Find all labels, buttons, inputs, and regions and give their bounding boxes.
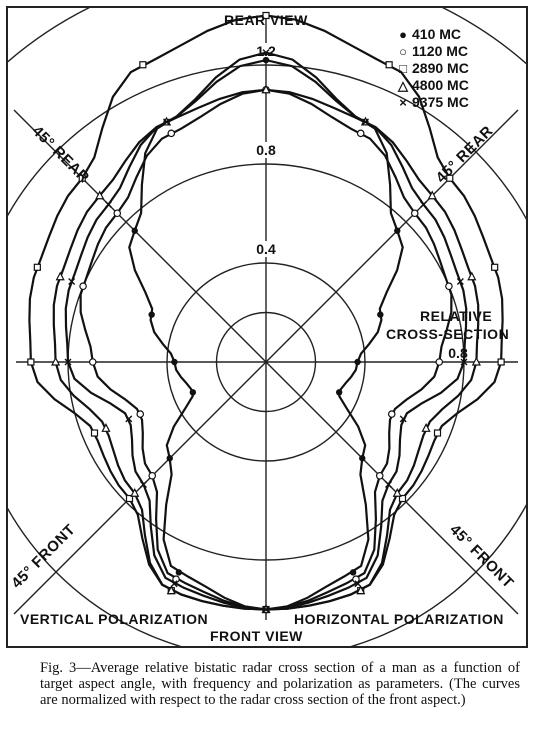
series-4-marker-4-1 [64,358,72,366]
series-3-marker-5-1 [55,271,65,281]
series-1-marker-3-0 [387,410,396,418]
series-1-marker-6-0 [410,209,419,218]
cross-icon: × [399,95,407,110]
triangle-icon: △ [398,78,408,93]
series-0-marker-8-0 [262,56,270,64]
series-0-marker-6-0 [394,227,401,234]
series-4-marker-5-0 [456,277,464,285]
axis-title-relative: RELATIVE [420,308,493,324]
series-3-marker-5-0 [467,271,477,281]
legend-item-1: ○ 1120 MC [394,43,469,60]
series-1-marker-6-1 [113,209,122,218]
series-2-marker-8-0 [262,11,270,20]
legend-label-2: 2890 MC [412,60,469,76]
series-3-marker-6-1 [95,190,105,200]
label-rear-view: REAR VIEW [224,12,308,28]
series-4-marker-3-0 [399,415,407,423]
open-circle-icon: ○ [399,44,407,59]
label-vertical-polarization: VERTICAL POLARIZATION [20,611,209,627]
series-0-marker-2-0 [359,455,366,462]
series-0-marker-1-0 [349,569,357,576]
series-1-marker-4-1 [88,358,97,366]
series-1-marker-2-1 [148,471,157,480]
figure-frame [6,6,528,648]
legend-label-4: 9375 MC [412,94,469,110]
series-3-marker-4-0 [471,356,481,366]
legend-item-2: □ 2890 MC [394,60,469,77]
series-4-marker-1-1 [170,580,178,588]
series-2-marker-3-1 [90,429,99,437]
series-3-marker-2-0 [392,487,402,497]
series-2-marker-4-0 [497,358,505,366]
series-1-marker-4-0 [435,358,444,366]
series-4-marker-2-1 [139,481,147,489]
series-3-marker-4-1 [51,356,61,366]
series-0-marker-3-0 [335,389,343,396]
radial-tick-v-1: 0.8 [256,142,276,158]
radial-tick-h-0: 0.8 [448,345,468,361]
series-0-marker-2-1 [166,455,173,462]
series-3-marker-8-0 [261,84,271,94]
label-front-view: FRONT VIEW [210,628,303,644]
series-4-marker-4-0 [460,358,468,366]
series-1-marker-5-0 [445,282,453,291]
series-0-marker-3-1 [189,389,197,396]
series-4-marker-8-0 [262,49,270,57]
series-4-marker-5-1 [68,277,76,285]
series-3-marker-2-1 [130,487,140,497]
label-horizontal-polarization: HORIZONTAL POLARIZATION [294,611,504,627]
figure-caption: Fig. 3—Average relative bistatic radar c… [20,660,520,708]
series-3-marker-3-1 [101,422,111,432]
legend-label-0: 410 MC [412,26,462,42]
radial-tick-bg-v-0 [252,241,280,257]
series-1-marker-7-0 [356,129,365,138]
legend-item-4: × 9375 MC [394,94,469,111]
legend-item-0: ● 410 MC [394,26,469,43]
series-2-marker-2-0 [398,494,407,503]
series-0-marker-5-1 [148,311,155,318]
series-2-marker-7-0 [385,61,393,69]
caption-text: Fig. 3—Average relative bistatic radar c… [40,660,520,708]
series-1-marker-3-1 [136,410,145,418]
series-4-marker-7-0 [361,118,369,126]
series-3-marker-1-1 [166,585,176,595]
series-3-marker-1-0 [356,585,366,595]
series-1-marker-5-1 [79,282,87,291]
series-4-marker-7-1 [163,118,171,126]
series-1-marker-7-1 [167,129,176,138]
radial-tick-v-0: 0.4 [256,241,276,257]
series-2-marker-6-1 [78,174,86,182]
open-square-icon: □ [399,61,407,76]
series-2-marker-5-1 [33,263,41,271]
series-4-marker-2-0 [385,481,393,489]
series-2-marker-4-1 [27,358,35,366]
legend: ● 410 MC ○ 1120 MC □ 2890 MC △ 4800 MC × 9375 MC [394,26,469,111]
series-0-marker-5-0 [377,311,384,318]
series-3-marker-3-0 [421,422,431,432]
series-2-marker-2-1 [125,494,134,503]
radial-tick-v-2: 1.2 [256,43,276,59]
series-4-marker-6-0 [420,200,428,208]
legend-item-3: △ 4800 MC [394,77,469,94]
series-0-marker-4-1 [171,358,178,366]
radial-tick-bg-v-1 [252,142,280,158]
series-2-marker-7-1 [139,61,147,69]
series-4-marker-3-1 [125,415,133,423]
series-4-marker-1-0 [354,580,362,588]
series-2-marker-6-0 [446,174,454,182]
series-0-marker-4-0 [354,358,361,366]
series-4-marker-6-1 [104,200,112,208]
series-3-marker-6-0 [427,190,437,200]
polar-chart: 0.40.81.21.60.81.2 [8,8,526,646]
series-2-marker-5-0 [491,263,499,271]
series-1-marker-2-0 [375,471,384,480]
series-0-marker-1-1 [175,569,183,576]
legend-label-3: 4800 MC [412,77,469,93]
legend-label-1: 1120 MC [412,43,469,59]
series-2-marker-3-0 [433,429,442,437]
filled-circle-icon: ● [399,27,407,42]
axis-title-cross-section: CROSS-SECTION [386,326,510,342]
series-0-marker-6-1 [131,227,138,234]
series-4-marker-0-0 [262,606,270,613]
